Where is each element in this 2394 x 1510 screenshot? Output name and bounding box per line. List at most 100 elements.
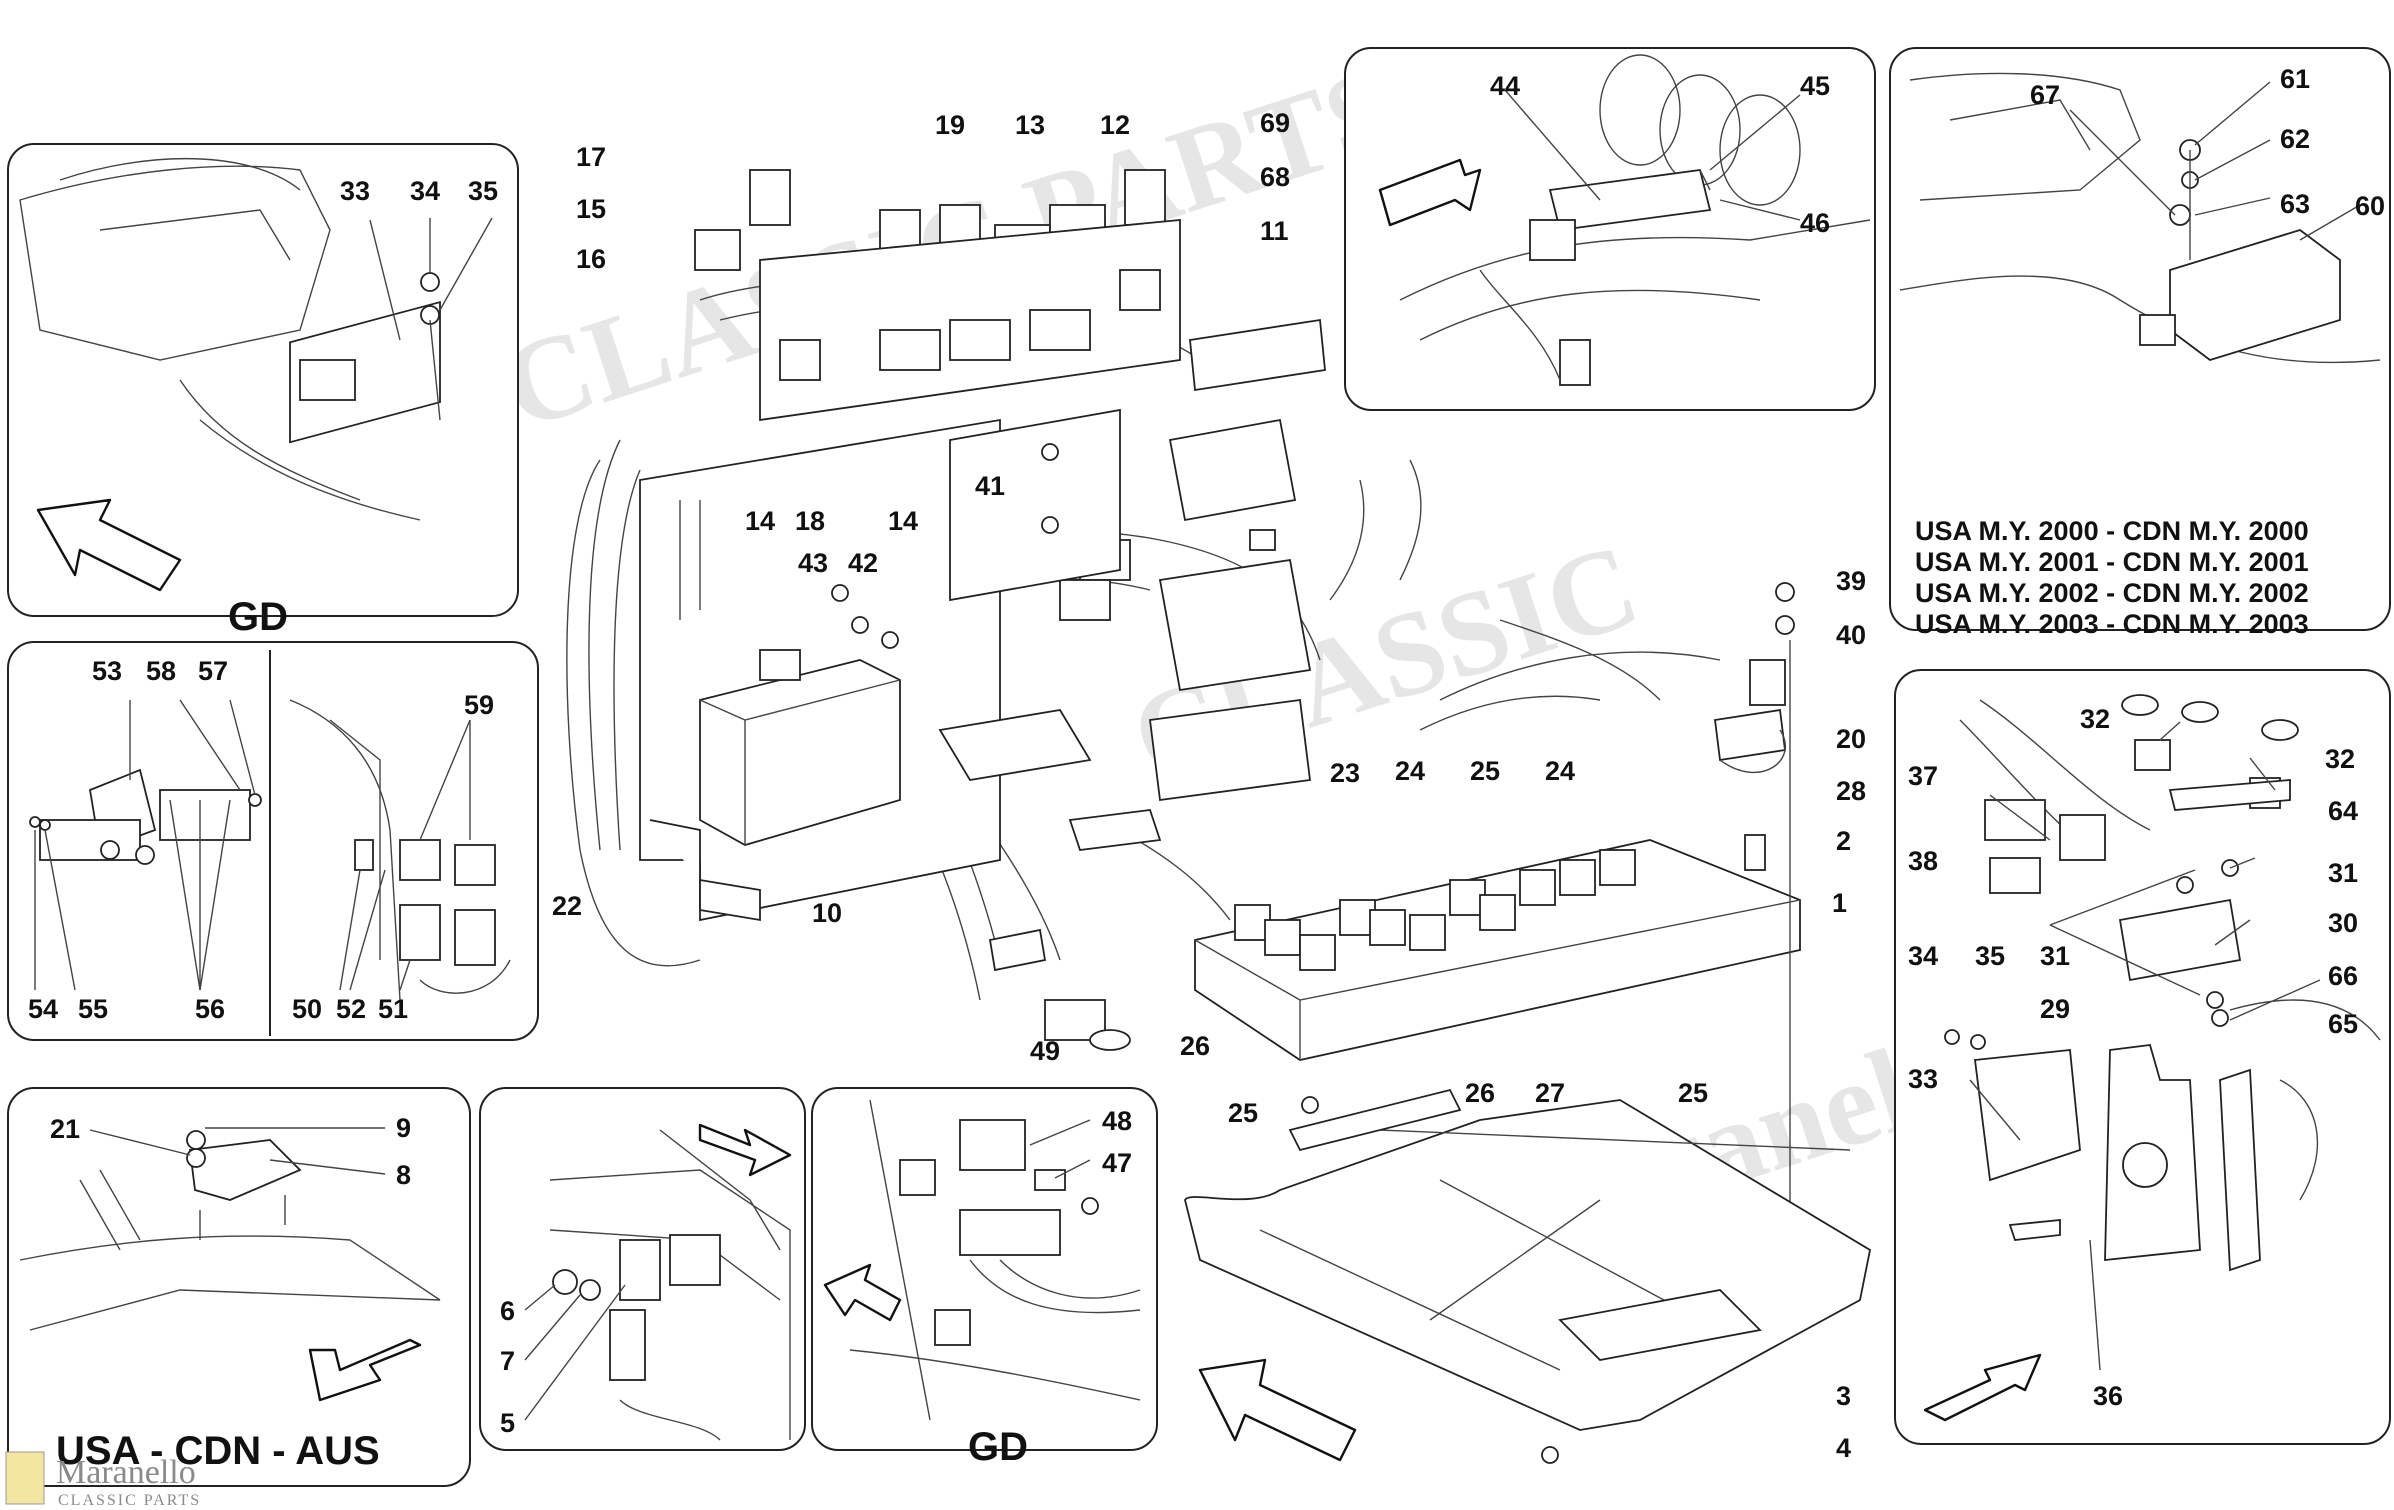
panel-gd-relay — [811, 1087, 1158, 1451]
callout-5: 5 — [500, 1408, 515, 1438]
callout-35-top: 35 — [468, 176, 498, 206]
callout-38: 38 — [1908, 846, 1938, 876]
callout-57: 57 — [198, 656, 228, 686]
callout-54: 54 — [28, 994, 58, 1024]
callout-65: 65 — [2328, 1009, 2358, 1039]
callout-49: 49 — [1030, 1036, 1060, 1066]
callout-7: 7 — [500, 1346, 515, 1376]
callout-4: 4 — [1836, 1433, 1851, 1463]
callout-16: 16 — [576, 244, 606, 274]
logo: Maranello CLASSIC PARTS — [5, 1451, 201, 1509]
gd-label-top: GD — [228, 595, 288, 639]
model-year-line-2: USA M.Y. 2001 - CDN M.Y. 2001 — [1915, 547, 2309, 577]
panel-captions: GD GD USA - CDN - AUS USA M.Y. 2000 - CD… — [56, 516, 2309, 1473]
callout-41: 41 — [975, 471, 1005, 501]
callout-53: 53 — [92, 656, 122, 686]
logo-brand: Maranello — [56, 1454, 196, 1491]
logo-tagline: CLASSIC PARTS — [58, 1492, 201, 1509]
callout-46: 46 — [1800, 208, 1830, 238]
panel-connector — [479, 1087, 806, 1451]
callout-63: 63 — [2280, 189, 2310, 219]
callout-27: 27 — [1535, 1078, 1565, 1108]
callout-55: 55 — [78, 994, 108, 1024]
callout-30: 30 — [2328, 908, 2358, 938]
model-year-line-4: USA M.Y. 2003 - CDN M.Y. 2003 — [1915, 609, 2309, 639]
callout-26-left: 26 — [1180, 1031, 1210, 1061]
gd-label-bottom: GD — [968, 1425, 1028, 1469]
callout-26-right: 26 — [1465, 1078, 1495, 1108]
callout-60: 60 — [2355, 191, 2385, 221]
callout-36: 36 — [2093, 1381, 2123, 1411]
panel-gd-control-unit — [7, 143, 519, 617]
callout-47: 47 — [1102, 1148, 1132, 1178]
callout-32-left: 32 — [2080, 704, 2110, 734]
callout-45: 45 — [1800, 71, 1830, 101]
callout-6: 6 — [500, 1296, 515, 1326]
callout-43: 43 — [798, 548, 828, 578]
callout-50: 50 — [292, 994, 322, 1024]
panel-left-middle — [7, 641, 539, 1041]
callout-51: 51 — [378, 994, 408, 1024]
callout-59: 59 — [464, 690, 494, 720]
model-year-line-1: USA M.Y. 2000 - CDN M.Y. 2000 — [1915, 516, 2309, 546]
callout-62: 62 — [2280, 124, 2310, 154]
callout-21: 21 — [50, 1114, 80, 1144]
callout-34-top: 34 — [410, 176, 440, 206]
callout-34-bottom: 34 — [1908, 941, 1938, 971]
callout-31-right: 31 — [2328, 858, 2358, 888]
usa-cdn-aus-label: USA - CDN - AUS — [56, 1429, 380, 1473]
callout-22: 22 — [552, 891, 582, 921]
callout-25-bottom-right: 25 — [1678, 1078, 1708, 1108]
callout-13: 13 — [1015, 110, 1045, 140]
callout-10: 10 — [812, 898, 842, 928]
callout-18: 18 — [795, 506, 825, 536]
callout-69: 69 — [1260, 108, 1290, 138]
panel-usa-cdn-aus — [7, 1087, 471, 1487]
callout-20: 20 — [1836, 724, 1866, 754]
callout-labels: 1 2 3 4 5 6 7 8 9 10 11 12 13 14 14 15 1… — [28, 64, 2385, 1463]
callout-56: 56 — [195, 994, 225, 1024]
callout-37: 37 — [1908, 761, 1938, 791]
callout-68: 68 — [1260, 162, 1290, 192]
callout-58: 58 — [146, 656, 176, 686]
callout-25-bottom-left: 25 — [1228, 1098, 1258, 1128]
callout-14-left: 14 — [745, 506, 775, 536]
callout-29: 29 — [2040, 994, 2070, 1024]
callout-33-bottom: 33 — [1908, 1064, 1938, 1094]
callout-44: 44 — [1490, 71, 1520, 101]
panel-model-years — [1889, 47, 2391, 631]
callout-64: 64 — [2328, 796, 2358, 826]
callout-42: 42 — [848, 548, 878, 578]
model-year-line-3: USA M.Y. 2002 - CDN M.Y. 2002 — [1915, 578, 2309, 608]
callout-28: 28 — [1836, 776, 1866, 806]
callout-9: 9 — [396, 1113, 411, 1143]
callout-17: 17 — [576, 142, 606, 172]
callout-11: 11 — [1260, 216, 1289, 246]
callout-2: 2 — [1836, 826, 1851, 856]
callout-14-right: 14 — [888, 506, 918, 536]
callout-35-bottom: 35 — [1975, 941, 2005, 971]
callout-31-left: 31 — [2040, 941, 2070, 971]
panel-connector-dash — [1344, 47, 1876, 411]
callout-66: 66 — [2328, 961, 2358, 991]
callout-19: 19 — [935, 110, 965, 140]
callout-15: 15 — [576, 194, 606, 224]
callout-33-top: 33 — [340, 176, 370, 206]
callout-23: 23 — [1330, 758, 1360, 788]
main-assembly — [566, 169, 1872, 1464]
callout-52: 52 — [336, 994, 366, 1024]
callout-3: 3 — [1836, 1381, 1851, 1411]
callout-48: 48 — [1102, 1106, 1132, 1136]
callout-40: 40 — [1836, 620, 1866, 650]
callout-12: 12 — [1100, 110, 1130, 140]
callout-1: 1 — [1832, 888, 1847, 918]
callout-39: 39 — [1836, 566, 1866, 596]
callout-24-right: 24 — [1545, 756, 1575, 786]
callout-32-right: 32 — [2325, 744, 2355, 774]
callout-67: 67 — [2030, 80, 2060, 110]
callout-8: 8 — [396, 1160, 411, 1190]
callout-61: 61 — [2280, 64, 2310, 94]
panel-bottom-right — [1894, 669, 2391, 1445]
callout-24-left: 24 — [1395, 756, 1425, 786]
